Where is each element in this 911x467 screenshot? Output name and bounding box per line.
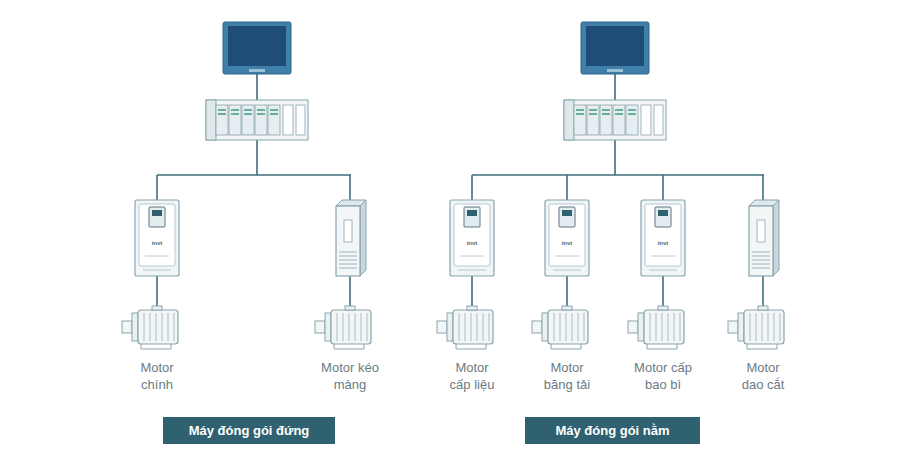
motor-label: Motor chính xyxy=(139,359,176,393)
motor-label: Motor cấp bao bì xyxy=(631,359,695,393)
motor-label: Motor cấp liệu xyxy=(448,359,496,393)
title-band: Máy đóng gói đứng xyxy=(163,417,335,444)
brand-logo: invt xyxy=(152,240,163,247)
title-text: Máy đóng gói nằm xyxy=(555,423,669,438)
brand-logo: invt xyxy=(562,240,573,247)
motor-label: Motor kéo màng xyxy=(320,359,381,393)
brand-logo: invt xyxy=(658,240,669,247)
title-band: Máy đóng gói nằm xyxy=(525,417,700,444)
brand-logo: invt xyxy=(467,240,478,247)
motor-label: Motor dao cắt xyxy=(740,359,786,393)
motor-label: Motor băng tải xyxy=(542,359,592,393)
title-text: Máy đóng gói đứng xyxy=(189,423,310,438)
